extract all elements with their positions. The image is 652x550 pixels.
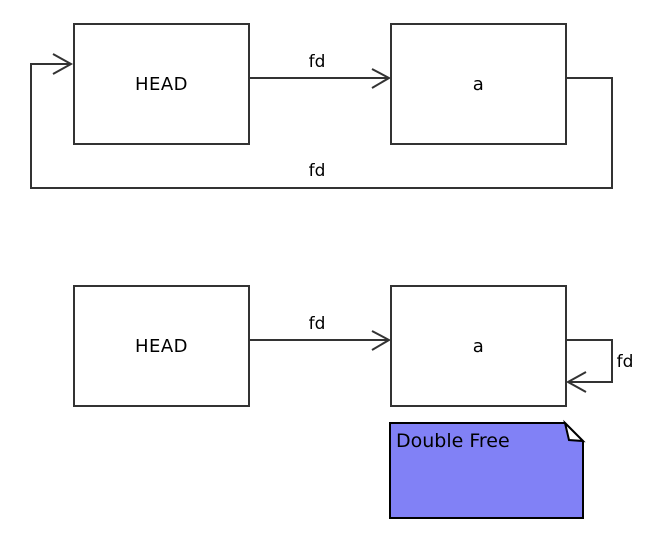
- bottom-a-node: a: [390, 285, 567, 407]
- note-shape: [389, 422, 584, 519]
- top-head-node: HEAD: [73, 23, 250, 145]
- bottom-forward-arrowhead-icon: [371, 330, 392, 351]
- note-folded-corner-icon: [563, 419, 586, 443]
- bottom-head-node: HEAD: [73, 285, 250, 407]
- top-forward-edge-label: fd: [308, 52, 326, 72]
- top-back-arrowhead-icon: [52, 53, 74, 75]
- bottom-forward-edge-label: fd: [308, 314, 326, 334]
- note-text: Double Free: [396, 430, 510, 452]
- bottom-self-loop-edge: [567, 339, 613, 383]
- bottom-self-loop-arrowhead-icon: [565, 371, 587, 393]
- bottom-self-loop-edge-label: fd: [616, 352, 634, 372]
- bottom-head-label: HEAD: [134, 335, 189, 357]
- edge-strokes: [30, 53, 613, 393]
- top-forward-arrowhead-icon: [371, 68, 392, 89]
- bottom-a-label: a: [472, 335, 485, 357]
- top-head-label: HEAD: [134, 73, 189, 95]
- top-back-edge-label: fd: [308, 161, 326, 181]
- top-a-label: a: [472, 73, 485, 95]
- top-a-node: a: [390, 23, 567, 145]
- top-back-edge: [30, 63, 613, 189]
